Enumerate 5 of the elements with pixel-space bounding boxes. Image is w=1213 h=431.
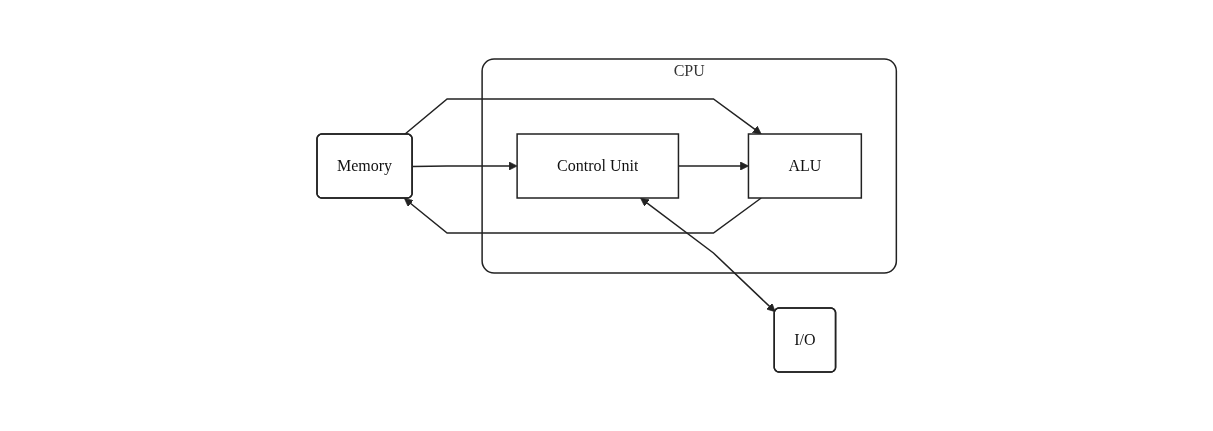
arrow xyxy=(403,197,762,234)
arrow xyxy=(640,197,776,313)
node-box: ALU xyxy=(747,133,862,199)
arrow xyxy=(403,98,762,136)
node-box: Control Unit xyxy=(516,133,680,199)
